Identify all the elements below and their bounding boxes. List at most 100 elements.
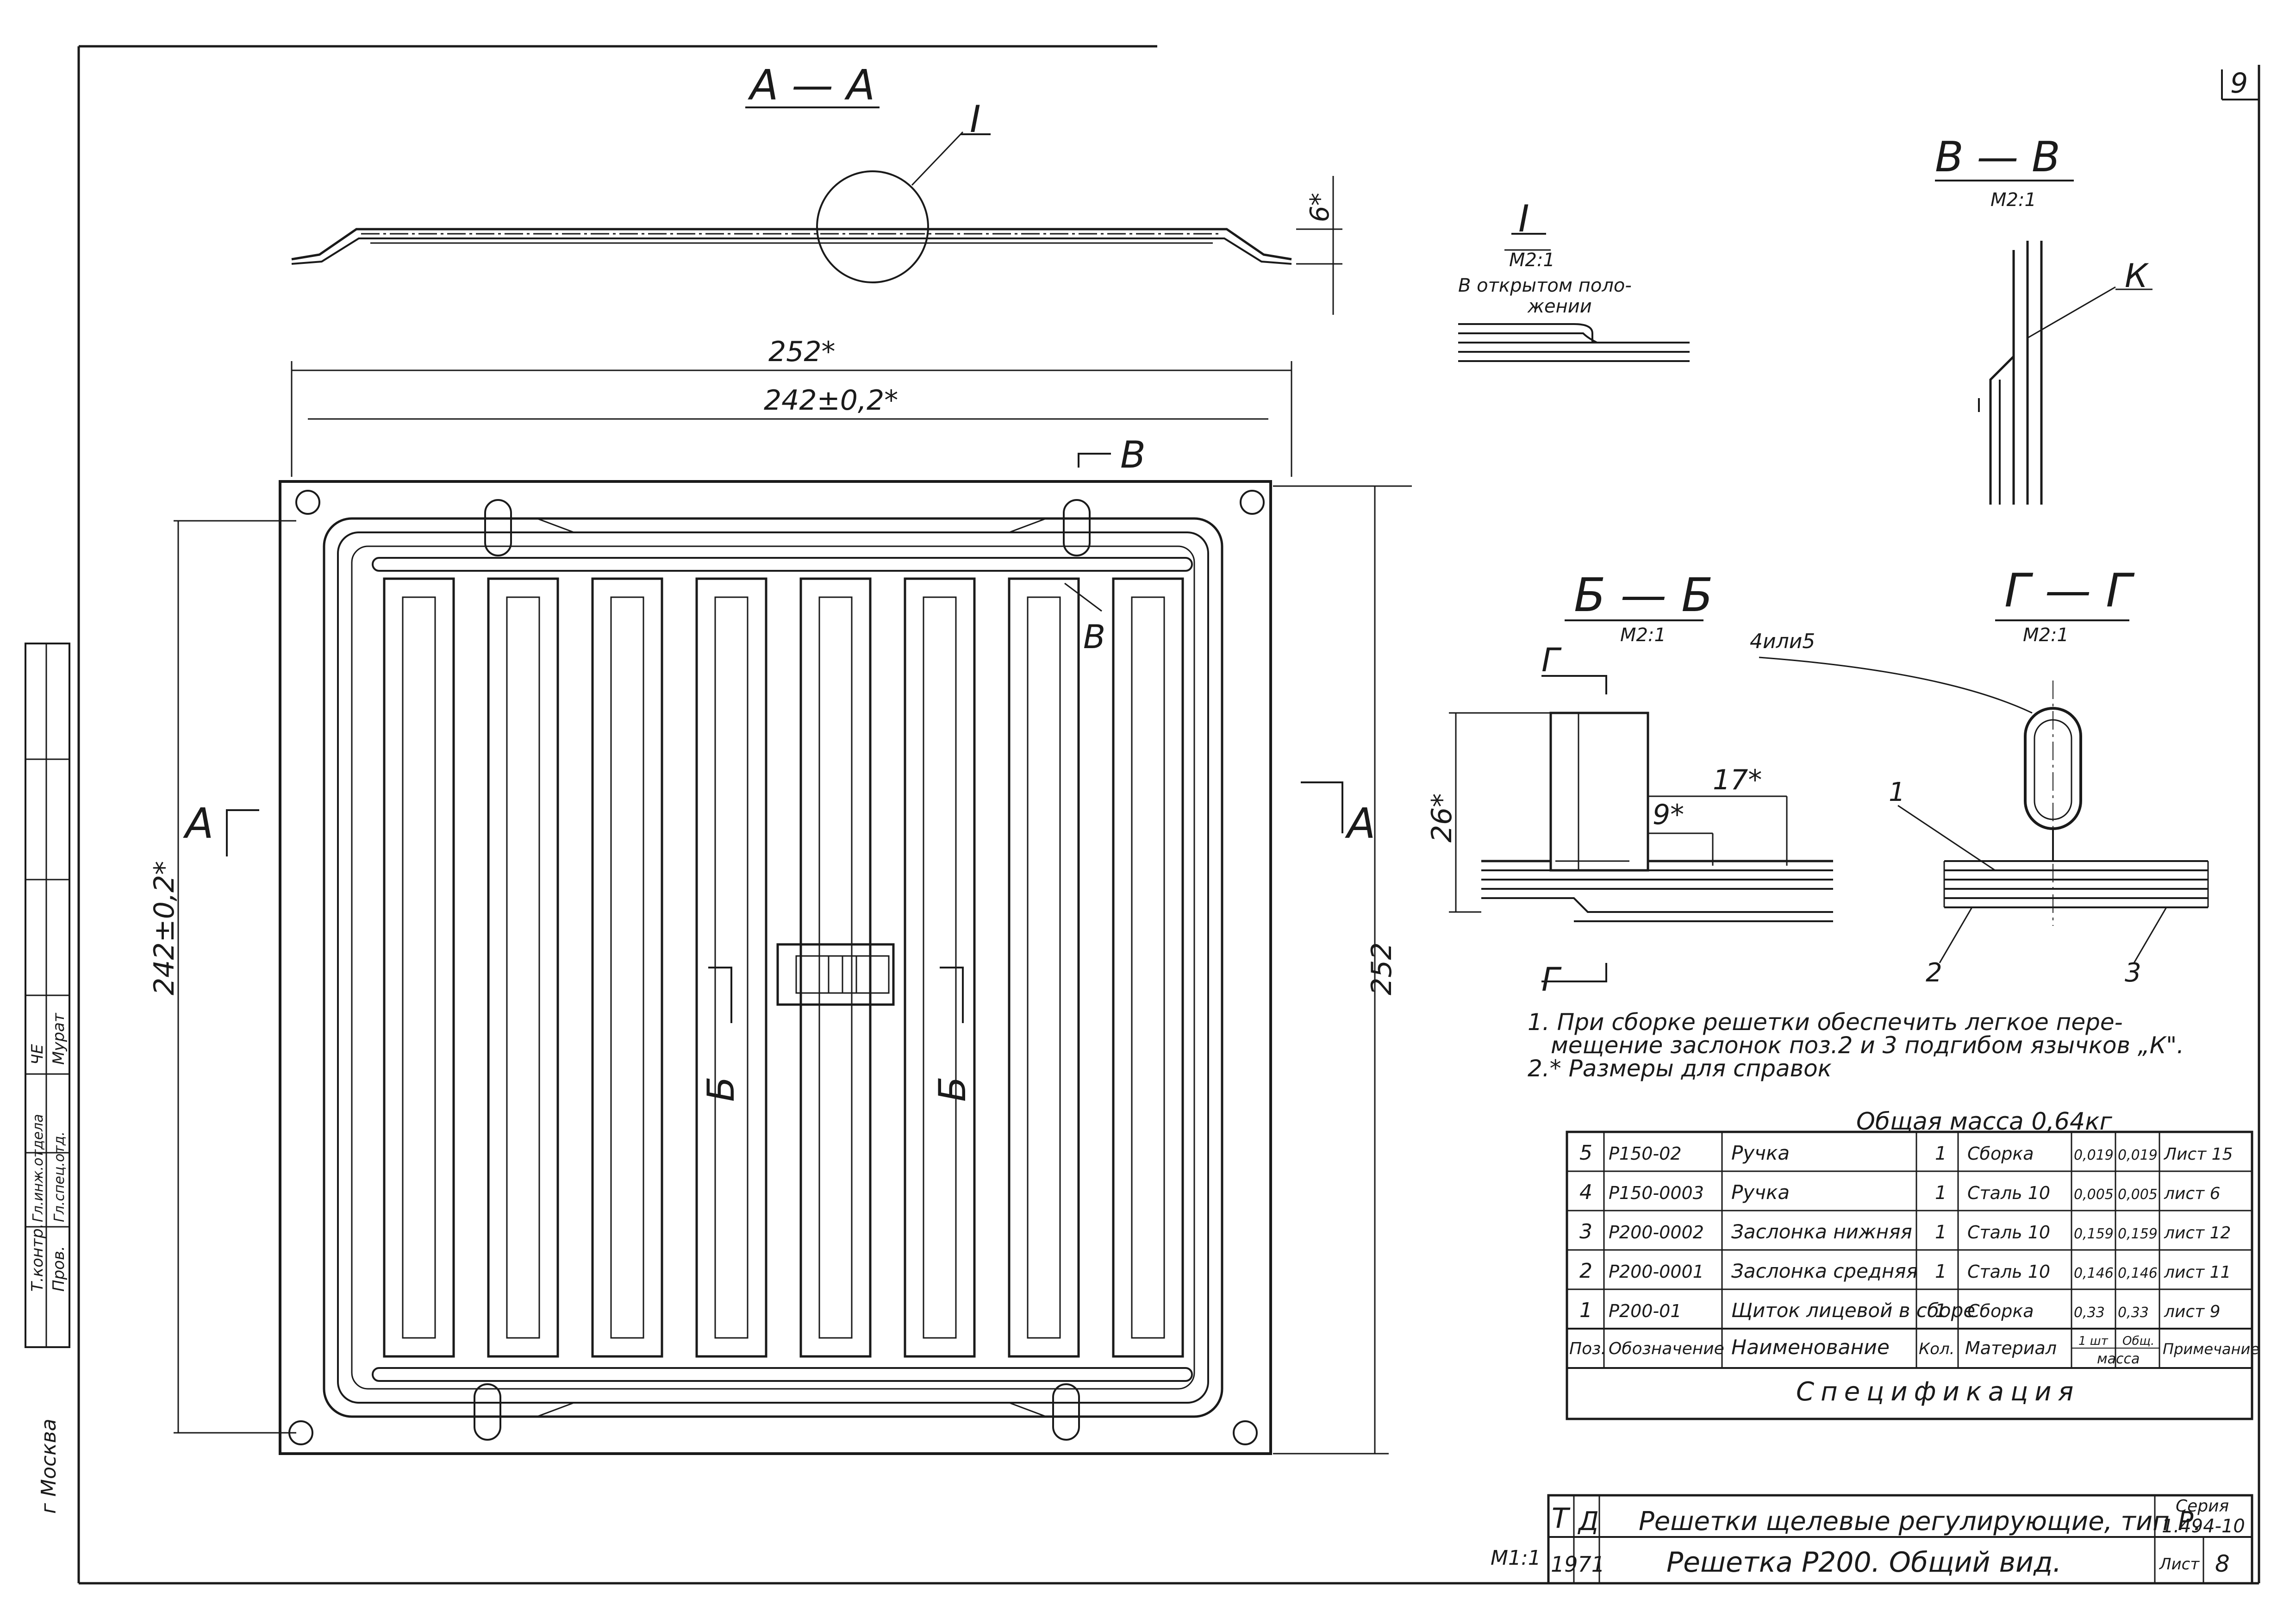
louvre-slot <box>506 596 540 1339</box>
detail-i-scale: М2:1 <box>1509 250 1555 271</box>
spec-header-mass-unit: 1 шт <box>2078 1334 2109 1348</box>
spec-cell-m2: 0,159 <box>2118 1226 2158 1242</box>
spec-header-mass-total: Общ. <box>2122 1334 2154 1348</box>
detail-i-title: I <box>1518 197 1529 240</box>
spec-cell-material: Сталь 10 <box>1967 1183 2050 1203</box>
note-line-1: 1. При сборке решетки обеспечить легкое … <box>1528 1009 2123 1036</box>
section-bb-title: Б — Б <box>1574 568 1713 622</box>
spec-cell-material: Сборка <box>1967 1301 2034 1321</box>
spec-caption: Спецификация <box>1796 1377 2080 1407</box>
spec-cell-m1: 0,019 <box>2074 1147 2114 1163</box>
detail-i: I М2:1 В открытом поло- жении <box>1458 197 1690 362</box>
spec-cell-pos: 3 <box>1579 1220 1592 1243</box>
spec-header-mass-label: масса <box>2097 1351 2140 1367</box>
plan-cut-a-right: А <box>1345 800 1376 848</box>
spec-cell-pos: 2 <box>1579 1259 1592 1283</box>
louvre-slat <box>1008 577 1080 1358</box>
title-year: 1971 <box>1551 1552 1605 1577</box>
plan-view: 252* 242±0,2* А <box>148 336 1412 1455</box>
spec-cell-material: Сталь 10 <box>1967 1262 2050 1282</box>
louvre-slat <box>904 577 976 1358</box>
spec-cell-m1: 0,159 <box>2074 1226 2114 1242</box>
section-gg-leader-2: 2 <box>1926 958 1942 988</box>
plan-dim-width: 252* <box>768 336 836 368</box>
plan-cut-b-right: Б <box>931 1076 974 1102</box>
spec-header-name: Наименование <box>1731 1336 1890 1359</box>
spec-cell-qty: 1 <box>1935 1300 1947 1322</box>
detail-i-note-1: В открытом поло- <box>1458 275 1632 296</box>
spec-cell-pos: 5 <box>1579 1141 1592 1165</box>
stamp-name-2: Гл.спец.отд. <box>51 1131 68 1222</box>
section-bb-dim-9: 9* <box>1653 799 1684 831</box>
section-vv-title: В — В <box>1935 133 2060 181</box>
section-aa-dim-height: 6* <box>1305 193 1335 222</box>
section-gg-scale: М2:1 <box>2023 625 2069 646</box>
spec-cell-note: лист 6 <box>2164 1184 2221 1203</box>
plan-cut-b-left: Б <box>699 1076 742 1102</box>
spec-cell-m2: 0,005 <box>2118 1187 2158 1203</box>
stamp-signature-2: Мурат <box>50 1012 68 1065</box>
title-line-1: Решетки щелевые регулирующие, тип Р. <box>1639 1506 2202 1537</box>
spec-cell-m1: 0,33 <box>2074 1305 2105 1321</box>
title-block: Т Д 1971 Решетки щелевые регулирующие, т… <box>1491 1494 2253 1585</box>
title-org-letter: Д <box>1577 1506 1599 1537</box>
spec-cell-name: Щиток лицевой в сборе <box>1731 1299 1975 1322</box>
page-number: 9 <box>2230 67 2248 100</box>
title-series-value: 1.494-10 <box>2162 1516 2245 1537</box>
section-aa: А — А I 6* <box>291 61 1342 315</box>
spec-cell-material: Сборка <box>1967 1143 2034 1164</box>
plan-dim-height: 252 <box>1366 942 1398 995</box>
louvre-slot <box>402 596 436 1339</box>
plan-dim-hole-width: 242±0,2* <box>764 384 898 417</box>
louvre-slat <box>799 577 872 1358</box>
spec-cell-pos: 1 <box>1579 1299 1592 1322</box>
plan-dim-hole-height: 242±0,2* <box>148 861 181 995</box>
louvre-slot <box>818 596 853 1339</box>
section-vv: В — В М2:1 К <box>1935 133 2152 505</box>
stamp-role-1: Т.контр. <box>28 1224 47 1292</box>
spec-cell-material: Сталь 10 <box>1967 1222 2050 1243</box>
spec-cell-m2: 0,146 <box>2118 1265 2158 1281</box>
stamp-role-2: Гл.инж.отдела <box>30 1114 46 1222</box>
spec-header-designation: Обозначение <box>1609 1339 1724 1358</box>
notes: 1. При сборке решетки обеспечить легкое … <box>1528 1009 2184 1136</box>
spec-cell-m1: 0,146 <box>2074 1265 2114 1281</box>
spec-cell-name: Заслонка нижняя <box>1731 1220 1912 1243</box>
plan-cut-a-left: А <box>183 800 214 848</box>
spec-cell-pos: 4 <box>1579 1181 1592 1204</box>
spec-cell-name: Ручка <box>1731 1181 1790 1204</box>
louvre-slot <box>610 596 644 1339</box>
section-aa-callout: I <box>970 98 981 141</box>
louvre-slat <box>591 577 663 1358</box>
section-bb-dim-height: 26* <box>1426 793 1458 843</box>
plan-cut-v-lower: В <box>1083 618 1105 656</box>
spec-cell-designation: Р150-02 <box>1609 1143 1682 1164</box>
title-series-label: Серия <box>2176 1497 2229 1516</box>
section-bb-cut-bottom: Г <box>1541 961 1562 999</box>
spec-cell-note: лист 9 <box>2164 1302 2221 1321</box>
section-gg-title: Г — Г <box>2004 563 2135 618</box>
plan-cut-v: В <box>1120 433 1146 476</box>
section-vv-scale: М2:1 <box>1990 189 2036 211</box>
section-gg: Г — Г М2:1 4или5 1 2 3 <box>1750 563 2209 988</box>
louvre-slot <box>1027 596 1061 1339</box>
spec-header-qty: Кол. <box>1919 1340 1954 1358</box>
section-aa-title: А — А <box>748 61 875 110</box>
spec-cell-qty: 1 <box>1935 1143 1947 1164</box>
section-gg-leader-1: 1 <box>1889 777 1905 807</box>
scale-label: М1:1 <box>1491 1546 1541 1570</box>
louvre-slat <box>695 577 767 1358</box>
spec-cell-note: лист 12 <box>2164 1224 2231 1243</box>
louvre-slot <box>1131 596 1165 1339</box>
spec-header-pos: Поз. <box>1569 1339 1606 1358</box>
louvre-slat <box>487 577 559 1358</box>
stamp-name-1: Пров. <box>50 1246 68 1292</box>
spec-cell-name: Ручка <box>1731 1142 1790 1164</box>
section-bb: Б — Б М2:1 Г Г 26* 17* 9* <box>1426 568 1833 999</box>
section-bb-dim-17: 17* <box>1713 764 1762 796</box>
title-org-mark: Т <box>1552 1502 1571 1535</box>
city-label: г Москва <box>37 1418 61 1514</box>
side-stamp: Т.контр. Пров. Гл.инж.отдела Гл.спец.отд… <box>25 643 70 1514</box>
note-line-3: 2.* Размеры для справок <box>1528 1055 1832 1082</box>
